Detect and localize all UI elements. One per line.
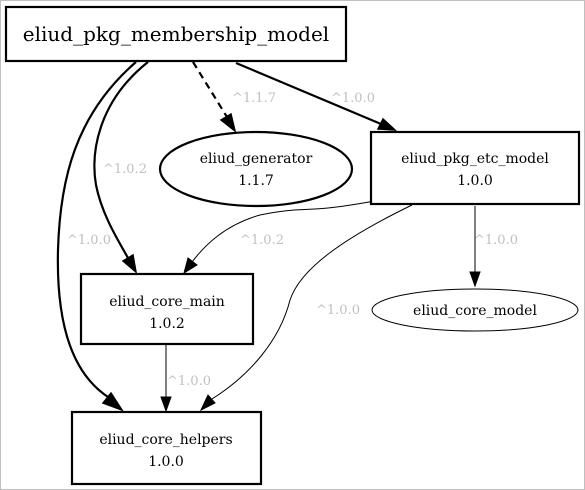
- edge-membership-to-helpers: [56, 61, 137, 412]
- edge-membership-to-generator: [192, 61, 237, 133]
- node-pkg-etc-model[interactable]: eliud_pkg_etc_model 1.0.0: [369, 130, 581, 206]
- edge-label-membership-to-etc: ^1.0.0: [331, 91, 375, 106]
- edge-membership-to-etc: [235, 61, 398, 131]
- edge-core-main-to-helpers: [160, 344, 172, 413]
- node-core-main[interactable]: eliud_core_main 1.0.2: [79, 272, 255, 346]
- edge-label-membership-to-core-main: ^1.0.2: [103, 162, 147, 177]
- node-pkg-etc-model-version: 1.0.0: [457, 173, 493, 189]
- node-core-main-version: 1.0.2: [149, 316, 185, 332]
- edge-label-membership-to-generator: ^1.1.7: [232, 91, 276, 106]
- edge-label-etc-to-helpers: ^1.0.0: [316, 303, 360, 318]
- node-core-helpers[interactable]: eliud_core_helpers 1.0.0: [70, 410, 263, 486]
- node-core-helpers-version: 1.0.0: [148, 454, 184, 470]
- edge-label-etc-to-core-model: ^1.0.0: [474, 233, 518, 248]
- edge-label-membership-to-helpers: ^1.0.0: [67, 233, 111, 248]
- node-core-model[interactable]: eliud_core_model: [371, 288, 579, 332]
- node-generator-version: 1.1.7: [238, 173, 274, 189]
- node-core-main-name: eliud_core_main: [109, 294, 225, 310]
- edge-label-core-main-to-helpers: ^1.0.0: [167, 374, 211, 389]
- node-generator[interactable]: eliud_generator 1.1.7: [158, 130, 354, 208]
- edge-etc-to-core-main: [183, 199, 381, 275]
- edge-etc-to-core-model: [469, 206, 481, 288]
- node-pkg-etc-model-name: eliud_pkg_etc_model: [401, 151, 549, 167]
- edge-label-etc-to-core-main: ^1.0.2: [240, 233, 284, 248]
- edge-etc-to-helpers: [199, 204, 413, 412]
- node-core-helpers-name: eliud_core_helpers: [99, 432, 232, 448]
- node-core-model-name: eliud_core_model: [413, 303, 537, 319]
- node-membership-model-name: eliud_pkg_membership_model: [23, 22, 329, 46]
- node-membership-model[interactable]: eliud_pkg_membership_model: [4, 5, 348, 63]
- node-generator-name: eliud_generator: [200, 151, 313, 167]
- edge-membership-to-core-main: [93, 61, 149, 274]
